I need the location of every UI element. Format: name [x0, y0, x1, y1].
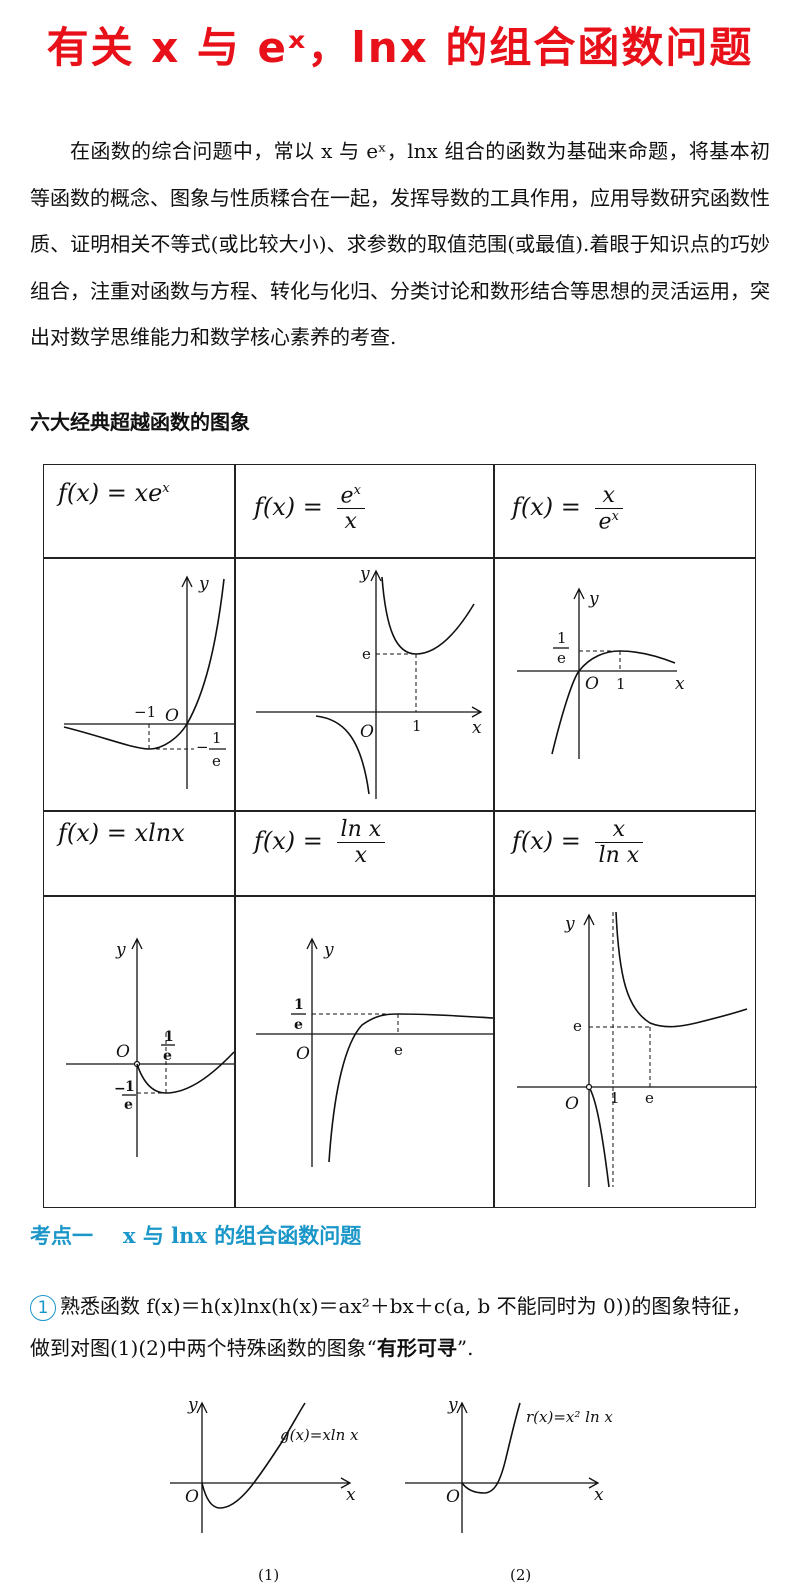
svg-text:y: y	[187, 1398, 198, 1415]
svg-text:O: O	[116, 1042, 130, 1062]
svg-text:−: −	[114, 1081, 126, 1097]
svg-text:1: 1	[610, 1089, 620, 1107]
svg-text:y: y	[447, 1398, 458, 1415]
svg-text:O: O	[296, 1044, 310, 1064]
svg-text:y: y	[198, 574, 209, 594]
svg-text:e: e	[557, 649, 566, 667]
graph-xlnx: y O 1 e − 1 e	[44, 897, 234, 1207]
svg-text:y: y	[564, 914, 575, 934]
svg-text:O: O	[565, 1094, 579, 1114]
svg-text:e: e	[124, 1097, 133, 1113]
graph-x-over-lnx: y O e 1 e	[495, 897, 757, 1207]
svg-text:O: O	[185, 1487, 199, 1507]
bottom-figures: y x O g(x)=xln x (1) y x O r(x)=x² ln x …	[150, 1398, 650, 1584]
svg-text:e: e	[163, 1048, 172, 1064]
svg-text:x: x	[675, 674, 685, 694]
svg-text:1: 1	[212, 729, 222, 747]
svg-text:e: e	[394, 1041, 403, 1059]
svg-text:O: O	[165, 706, 179, 726]
svg-text:O: O	[446, 1487, 460, 1507]
formula-xlnx: f(x) = xlnx	[58, 819, 185, 847]
svg-text:(2): (2)	[510, 1566, 531, 1584]
svg-text:1: 1	[294, 997, 304, 1013]
page-title: 有关 x 与 eˣ，lnx 的组合函数问题	[46, 23, 754, 72]
section-heading: 六大经典超越函数的图象	[30, 410, 250, 434]
svg-text:r(x)=x² ln x: r(x)=x² ln x	[526, 1408, 613, 1426]
graph-lnx-over-x: y O e 1 e	[236, 897, 493, 1207]
figure-2: y x O r(x)=x² ln x (2)	[405, 1398, 613, 1584]
svg-text:1: 1	[412, 717, 422, 735]
svg-text:y: y	[359, 564, 370, 584]
svg-text:O: O	[360, 722, 374, 742]
svg-text:e: e	[645, 1089, 654, 1107]
formula-xex: f(x) = xex	[58, 479, 170, 507]
svg-text:y: y	[323, 940, 334, 960]
svg-text:x: x	[346, 1485, 356, 1505]
graph-x-over-ex: y x O 1 1 e	[495, 559, 757, 810]
intro-paragraph: 在函数的综合问题中，常以 x 与 eˣ，lnx 组合的函数为基础来命题，将基本初…	[30, 139, 770, 349]
svg-text:1: 1	[557, 629, 567, 647]
svg-text:g(x)=xln x: g(x)=xln x	[280, 1426, 359, 1444]
svg-text:y: y	[115, 940, 126, 960]
svg-text:e: e	[573, 1017, 582, 1035]
graph-xex: y O −1 − 1 e	[44, 559, 234, 810]
svg-text:−: −	[196, 738, 209, 756]
svg-text:1: 1	[616, 675, 626, 693]
svg-text:e: e	[294, 1017, 303, 1033]
graph-ex-over-x: y x O e 1	[236, 559, 493, 810]
svg-text:x: x	[594, 1485, 604, 1505]
svg-text:e: e	[212, 752, 221, 770]
svg-text:(1): (1)	[258, 1566, 279, 1584]
svg-text:e: e	[362, 645, 371, 663]
svg-text:1: 1	[125, 1079, 135, 1095]
svg-text:x: x	[472, 718, 482, 738]
svg-text:−1: −1	[134, 703, 156, 721]
point-number-badge: 1	[30, 1294, 56, 1321]
svg-text:1: 1	[164, 1029, 174, 1045]
svg-text:y: y	[588, 589, 599, 609]
figure-1: y x O g(x)=xln x (1)	[170, 1398, 359, 1584]
svg-text:O: O	[585, 674, 599, 694]
